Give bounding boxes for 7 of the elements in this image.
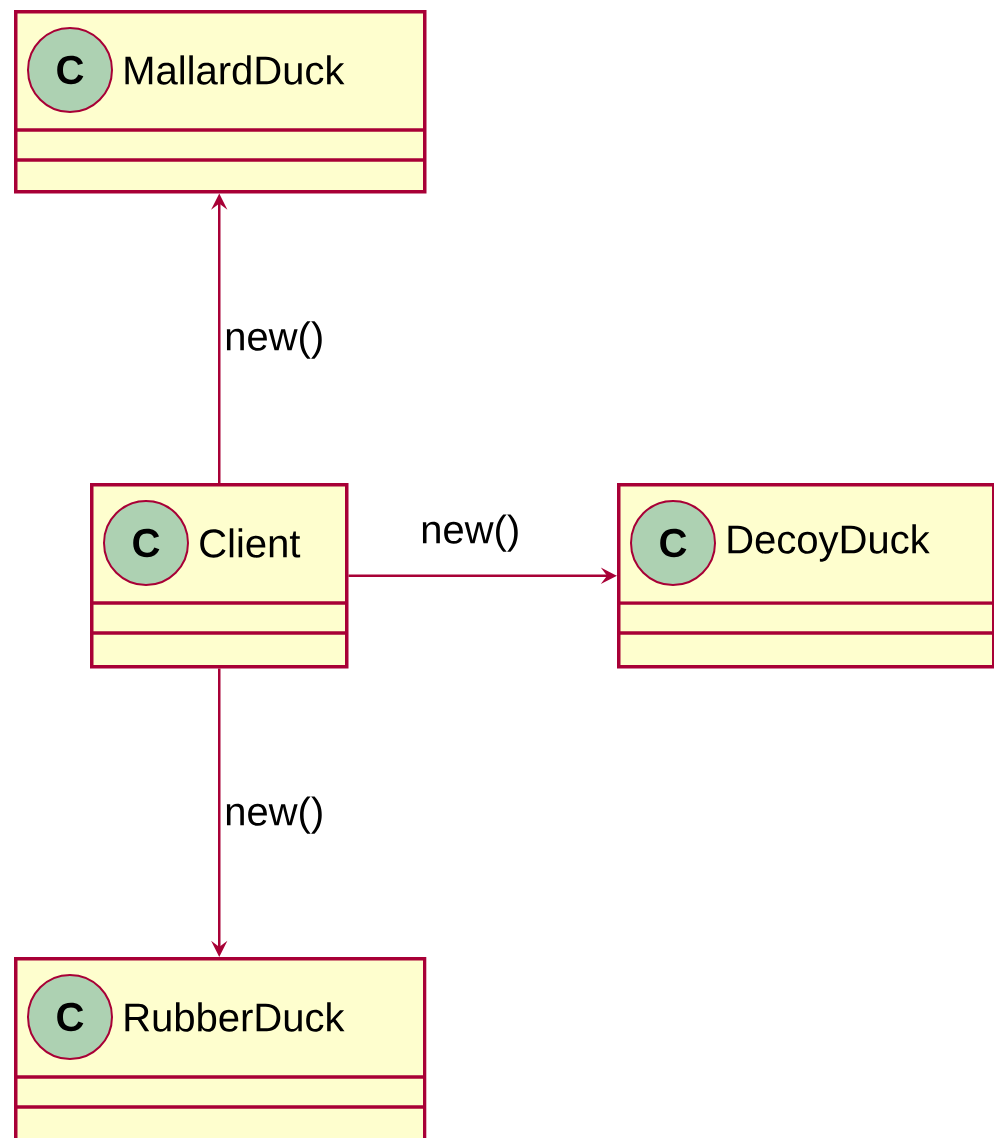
- edge-label: new(): [222, 319, 327, 361]
- class-name: MallardDuck: [125, 55, 345, 85]
- edge-label: new(): [222, 794, 327, 836]
- class-name: DecoyDuck: [728, 524, 930, 562]
- edge-label: new(): [418, 512, 523, 554]
- class-name: Client: [200, 528, 301, 558]
- class-name: RubberDuck: [125, 1002, 345, 1032]
